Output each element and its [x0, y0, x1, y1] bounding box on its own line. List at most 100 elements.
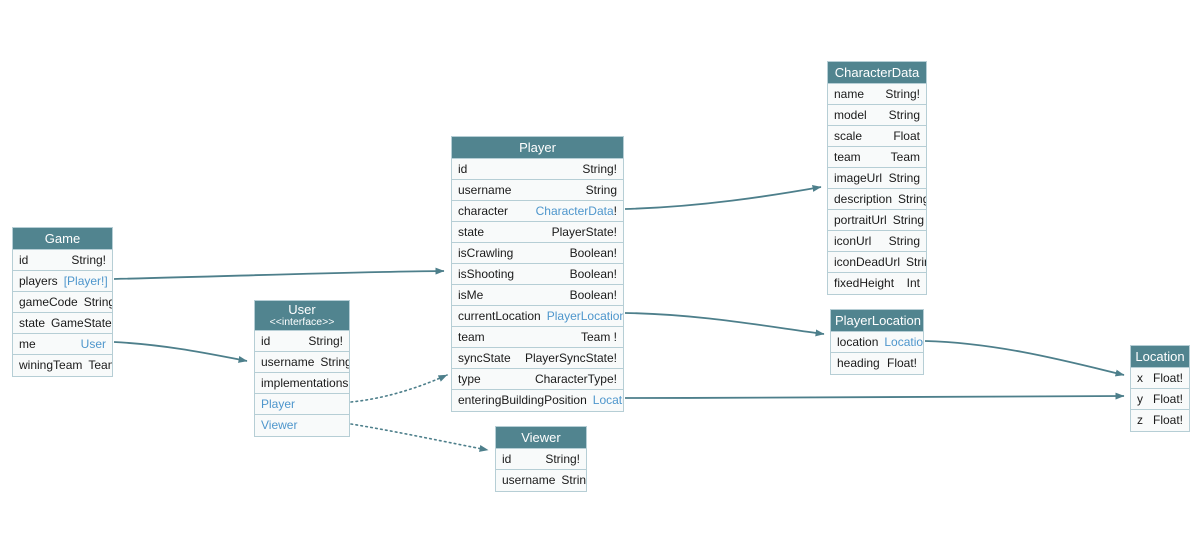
- field-row[interactable]: username String: [452, 180, 623, 201]
- field-name: isMe: [458, 287, 484, 302]
- field-type: PlayerLocation!: [541, 309, 623, 323]
- field-type-text: Int: [906, 276, 920, 290]
- field-row[interactable]: players[Player!]: [13, 271, 112, 292]
- field-type: String!: [78, 294, 112, 309]
- edge-user-implements-viewer: [350, 423, 489, 452]
- field-type-text: Float!: [886, 356, 917, 370]
- field-type-text: Team: [890, 149, 920, 164]
- field-name: currentLocation: [458, 308, 541, 323]
- field-type: Location: [587, 394, 623, 407]
- field-name: location: [837, 334, 879, 349]
- field-type-text: String: [320, 354, 349, 369]
- field-row[interactable]: portraitUrl String: [828, 210, 926, 231]
- field-row[interactable]: id String!: [13, 250, 112, 271]
- edge-game-players-to-player: [113, 267, 445, 280]
- field-type: String!: [65, 253, 106, 267]
- field-type: String: [883, 234, 920, 248]
- field-name: syncState: [458, 350, 511, 365]
- edge-game-me-to-user: [113, 341, 248, 363]
- field-type-text: String: [888, 107, 920, 122]
- entity-stereotype: <<interface>>: [269, 316, 335, 328]
- field-row[interactable]: winingTeamTeam: [13, 355, 112, 376]
- field-type: Team: [82, 359, 112, 372]
- entity-header-location: Location: [1131, 346, 1189, 368]
- field-row[interactable]: iconDeadUrlString: [828, 252, 926, 273]
- field-name: state: [19, 315, 46, 330]
- field-type: CharacterType!: [529, 372, 617, 386]
- field-type: PlayerSyncState!: [519, 351, 617, 365]
- field-type-text: String!: [582, 161, 617, 176]
- field-name: character: [458, 203, 509, 218]
- field-name: id: [19, 252, 29, 267]
- field-name: team: [458, 329, 485, 344]
- field-row[interactable]: gameCodeString!: [13, 292, 112, 313]
- entity-name: Player: [519, 140, 556, 155]
- field-row[interactable]: fixedHeight Int: [828, 273, 926, 294]
- field-type: Float!: [1147, 370, 1183, 385]
- field-row[interactable]: descriptionString: [828, 189, 926, 210]
- field-type: User: [75, 337, 106, 351]
- field-type: String: [555, 474, 586, 487]
- field-type-text: GameState!: [51, 315, 112, 330]
- field-row[interactable]: state GameState!: [13, 313, 112, 334]
- field-type-text: Float!: [1152, 370, 1183, 385]
- entity-box-playerlocation[interactable]: PlayerLocationlocationLocation!headingFl…: [830, 309, 924, 375]
- field-type-text: Location!: [884, 334, 923, 349]
- field-type-text: String!: [885, 86, 920, 101]
- field-type-text: String: [561, 473, 586, 487]
- field-row[interactable]: location Location!: [831, 332, 923, 353]
- field-type: Float: [887, 129, 920, 143]
- entity-name: Location: [1135, 349, 1185, 364]
- field-row[interactable]: enteringBuildingPositionLocation: [452, 390, 623, 411]
- field-name: id: [261, 333, 271, 348]
- field-row[interactable]: syncState PlayerSyncState!: [452, 348, 623, 369]
- entity-header-game: Game: [13, 228, 112, 250]
- field-type-text: String!: [83, 294, 112, 309]
- implementation-row[interactable]: Viewer: [255, 415, 349, 436]
- implementation-row[interactable]: Player: [255, 394, 349, 415]
- field-type-text: String: [892, 212, 925, 227]
- field-name: portraitUrl: [834, 212, 887, 227]
- field-name: fixedHeight: [834, 276, 895, 290]
- edge-user-implements-player: [350, 374, 448, 403]
- field-type-text: String!: [545, 451, 580, 466]
- field-name: isCrawling: [458, 245, 514, 260]
- field-name: username: [458, 182, 512, 197]
- field-name: implementations: [261, 375, 349, 390]
- field-type: String: [892, 192, 926, 206]
- entity-header-viewer: Viewer: [496, 427, 586, 449]
- field-name: players: [19, 273, 58, 288]
- field-row[interactable]: implementations: [255, 373, 349, 394]
- field-type: String: [580, 183, 617, 197]
